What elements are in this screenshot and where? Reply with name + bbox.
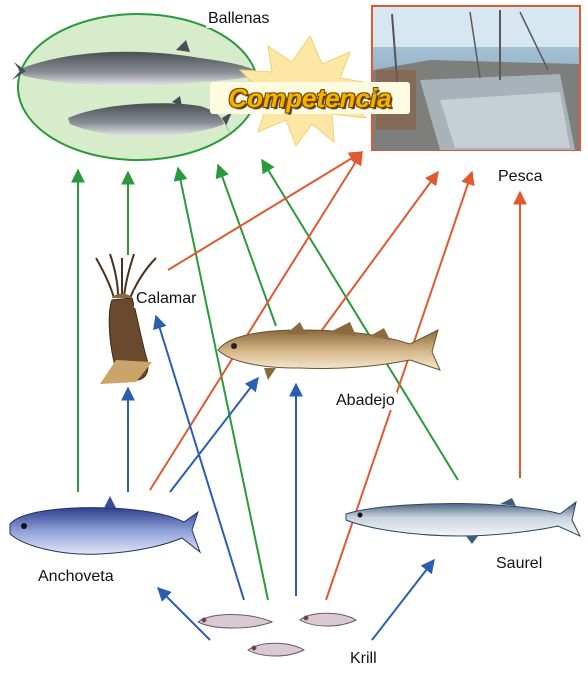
squid-label: Calamar bbox=[134, 290, 198, 308]
competition-label: Competencia bbox=[210, 82, 410, 114]
arrow-mackerel-to-whales bbox=[262, 160, 458, 480]
fishing-label: Pesca bbox=[496, 168, 544, 186]
pollock-fish-icon bbox=[218, 322, 440, 380]
arrow-krill-to-mackerel bbox=[372, 560, 434, 640]
krill-label: Krill bbox=[348, 650, 379, 668]
arrow-squid-to-fishing bbox=[168, 152, 362, 270]
anchovy-label: Anchoveta bbox=[36, 568, 116, 586]
squid-icon bbox=[96, 254, 156, 384]
mackerel-label: Saurel bbox=[494, 555, 544, 573]
pollock-label: Abadejo bbox=[334, 392, 397, 410]
arrow-anchovy-to-fishing bbox=[150, 152, 362, 490]
mackerel-fish-icon bbox=[346, 498, 580, 544]
arrow-krill-to-anchovy bbox=[158, 588, 210, 640]
fishing-boat-photo bbox=[372, 6, 580, 150]
anchovy-fish-icon bbox=[10, 496, 200, 554]
krill-icon bbox=[198, 613, 356, 656]
whales-label: Ballenas bbox=[206, 10, 271, 28]
arrow-anchovy-to-pollock bbox=[170, 378, 258, 492]
arrow-pollock-to-fishing bbox=[322, 172, 438, 330]
